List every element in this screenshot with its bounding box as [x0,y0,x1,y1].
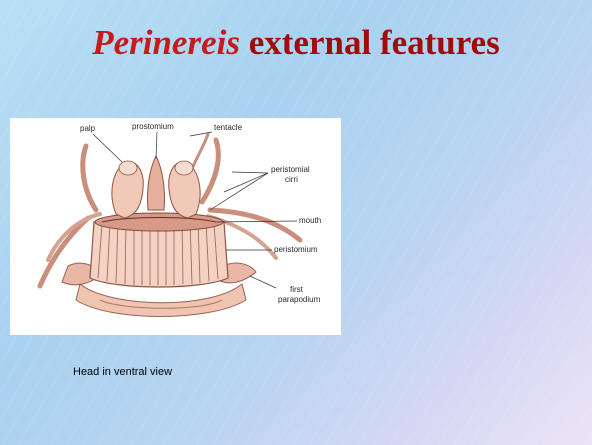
label-first: first [290,285,304,294]
label-prostomium: prostomium [132,122,174,131]
left-cirrus-inner [83,146,96,210]
label-peristomial: peristomial [271,165,310,174]
mouth [95,213,223,231]
label-mouth: mouth [299,216,321,225]
worm-head-illustration: palp prostomium tentacle peristomial cir… [10,118,341,335]
title-rest: external features [240,23,500,62]
label-parapodium: parapodium [278,295,321,304]
title-genus: Perinereis [92,23,240,62]
label-tentacle: tentacle [214,123,243,132]
label-peristomium: peristomium [274,245,318,254]
label-cirri: cirri [285,175,298,184]
figure-caption: Head in ventral view [73,366,172,378]
right-cirrus-upper [202,140,218,202]
slide-title: Perinereis external features [0,24,592,63]
label-palp: palp [80,124,96,133]
prostomium [147,156,164,210]
